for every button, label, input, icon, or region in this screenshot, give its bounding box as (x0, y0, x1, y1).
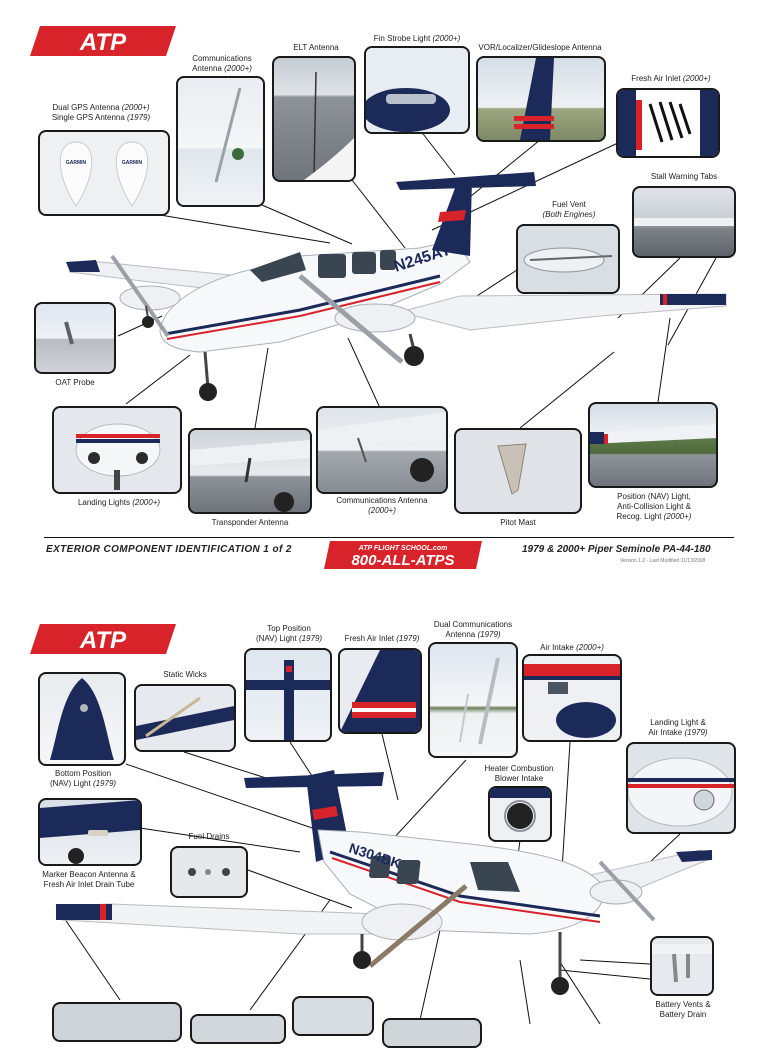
leader-lines (117, 129, 717, 429)
label-fin-strobe: Fin Strobe Light (2000+) (373, 34, 461, 43)
leader-lines-2 (59, 733, 681, 1024)
label-battery-vents: Battery Vents &Battery Drain (655, 1000, 711, 1019)
photo-stall-warning (632, 186, 736, 258)
photo-battery-vents (650, 936, 714, 996)
label-fresh-air-inlet-2: Fresh Air Inlet (1979) (344, 634, 420, 643)
label-comm-antenna-b: Communications Antenna(2000+) (336, 496, 428, 515)
footer-aircraft-model: 1979 & 2000+ Piper Seminole PA-44-180 (522, 544, 711, 555)
photo-fresh-air-inlet-2 (338, 648, 422, 734)
phone-badge-site: ATP FLIGHT SCHOOL.com (358, 545, 448, 552)
label-pitot-mast: Pitot Mast (500, 518, 536, 527)
photo-fresh-air-inlet (616, 88, 720, 158)
right-wing (398, 293, 727, 331)
label-landing-light: Landing Light &Air Intake (1979) (648, 718, 708, 737)
label-fuel-drains: Fuel Drains (188, 832, 230, 841)
footer-rule-top (44, 537, 734, 538)
sheet-2: ATP Static Wicks Top Position(NAV) Light… (0, 600, 768, 1048)
photo-air-intake (522, 654, 622, 742)
photo-gps-antenna: GARMIN GARMIN (38, 130, 170, 216)
photo-bottom-position (38, 672, 126, 766)
label-landing-lights: Landing Lights (2000+) (77, 498, 161, 507)
photo-top-position (244, 648, 332, 742)
photo-fin-strobe (364, 46, 470, 134)
atp-logo-2: ATP (30, 624, 176, 654)
photo-landing-light (626, 742, 736, 834)
photo-fuel-vent (516, 224, 620, 294)
photo-transponder (188, 428, 312, 514)
photo-bottom-2 (190, 1014, 286, 1044)
version-note: Version 1.2 - Last Modified 11/13/2008 (620, 558, 706, 564)
photo-fuel-drains (170, 846, 248, 898)
aircraft-diagram-1: N245AT (66, 129, 727, 429)
photo-comm-antenna-b (316, 406, 448, 494)
left-nacelle (119, 285, 181, 311)
label-vor-antenna: VOR/Localizer/Glideslope Antenna (478, 43, 602, 52)
label-static-wicks: Static Wicks (163, 670, 207, 679)
sheet-1: ATP Communications Antenna (2000+) ELT A… (30, 26, 736, 569)
atp-logo-text-2: ATP (79, 627, 127, 654)
label-comm-antenna: Communications Antenna (2000+) (192, 54, 252, 73)
label-oat-probe: OAT Probe (55, 378, 95, 387)
footer-title: EXTERIOR COMPONENT IDENTIFICATION 1 of 2 (46, 544, 292, 555)
photo-position-light (588, 402, 718, 488)
label-gps-antenna: Dual GPS Antenna (2000+) Single GPS Ante… (51, 103, 151, 122)
photo-pitot-mast (454, 428, 582, 514)
photo-landing-lights (52, 406, 182, 494)
gps-brand-right: GARMIN (122, 160, 143, 166)
label-elt-antenna: ELT Antenna (293, 43, 339, 52)
gps-brand-left: GARMIN (66, 160, 87, 166)
label-air-intake: Air Intake (2000+) (540, 643, 604, 652)
label-marker-beacon: Marker Beacon Antenna &Fresh Air Inlet D… (42, 870, 136, 889)
label-stall-warning: Stall Warning Tabs (650, 172, 718, 181)
photo-bottom-4 (382, 1018, 482, 1048)
label-bottom-position: Bottom Position(NAV) Light (1979) (49, 769, 117, 788)
photo-elt-antenna (272, 56, 356, 182)
photo-heater-intake (488, 786, 552, 842)
atp-logo-text: ATP (79, 29, 127, 56)
photo-bottom-1 (52, 1002, 182, 1042)
phone-badge-number: 800-ALL-ATPS (351, 552, 454, 569)
atp-logo: ATP (30, 26, 176, 56)
label-top-position: Top Position(NAV) Light (1979) (255, 624, 323, 643)
photo-comm-antenna (176, 76, 265, 207)
stabilator (396, 172, 536, 190)
label-fresh-air-inlet: Fresh Air Inlet (2000+) (631, 74, 711, 83)
photo-vor-antenna (476, 56, 606, 142)
photo-dual-comm (428, 642, 518, 758)
label-transponder: Transponder Antenna (211, 518, 289, 527)
near-nacelle (361, 903, 443, 941)
photo-marker-beacon (38, 798, 142, 866)
label-fuel-vent: Fuel Vent(Both Engines) (542, 200, 596, 219)
label-position-lights: Position (NAV) Light, Anti-Collision Lig… (616, 492, 692, 521)
photo-oat-probe (34, 302, 116, 374)
photo-bottom-3 (292, 996, 374, 1036)
phone-badge: ATP FLIGHT SCHOOL.com 800-ALL-ATPS (324, 541, 482, 569)
photo-static-wicks (134, 684, 236, 752)
aircraft-diagram-2: N304BK (55, 733, 714, 1024)
